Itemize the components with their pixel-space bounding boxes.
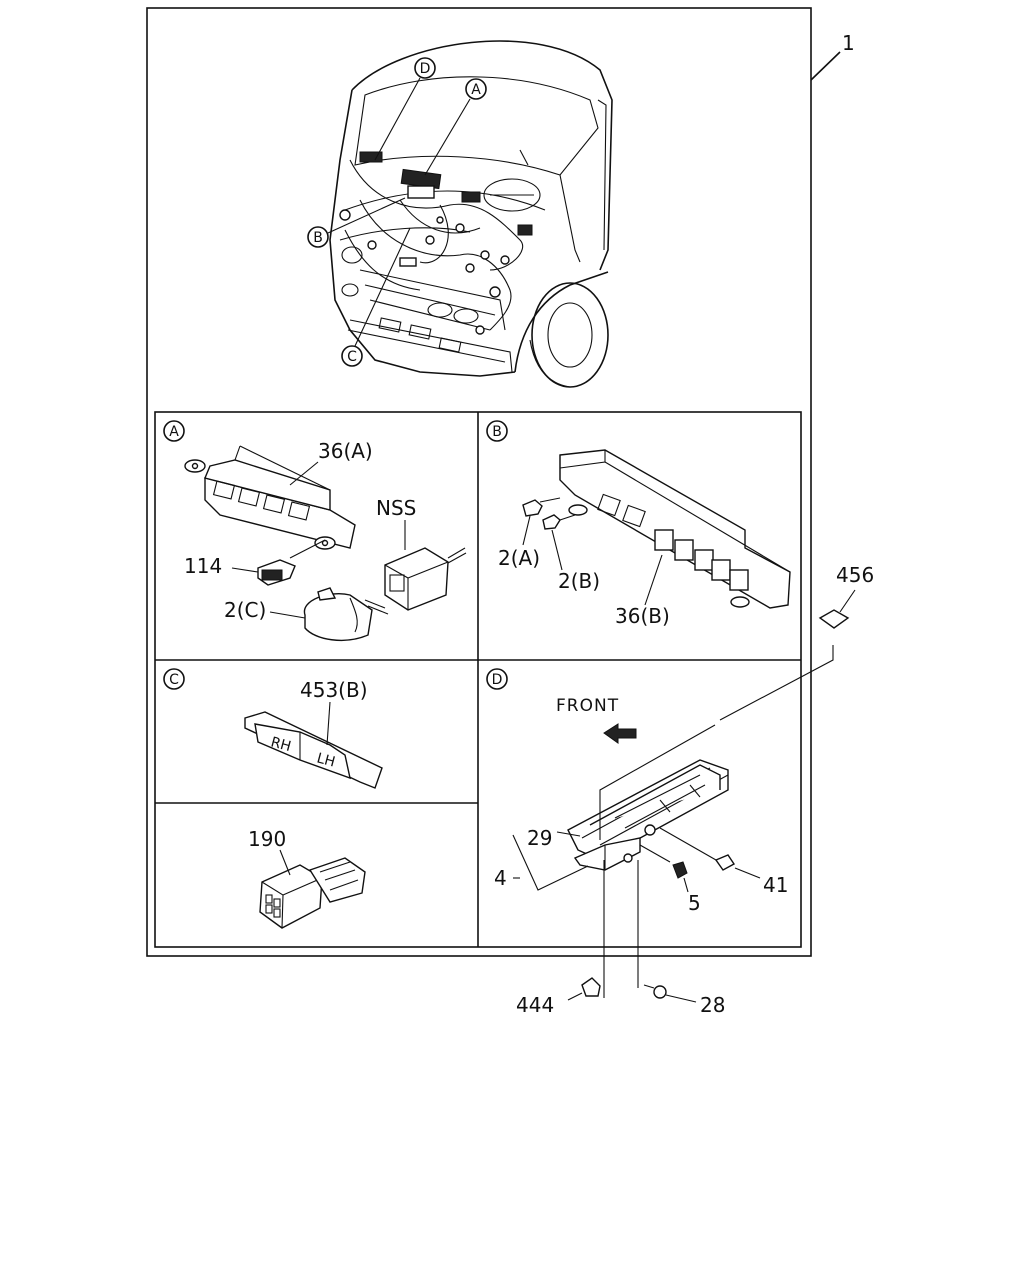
label-28: 28	[700, 993, 725, 1017]
part-453b-drawing: RH LH	[244, 711, 383, 789]
label-36a: 36(A)	[318, 439, 373, 463]
part-2b-drawing	[542, 514, 561, 530]
label-5: 5	[688, 891, 701, 915]
panel-a-tag: A	[169, 424, 179, 440]
cab-callout-a: A	[424, 78, 487, 176]
panel-c-tag: C	[169, 672, 179, 688]
panel-b: B 2(A) 2(B) 36(B)	[486, 420, 791, 628]
part-5-drawing	[672, 861, 688, 879]
label-41: 41	[763, 873, 788, 897]
panel-d: D FRONT 29 4 5	[486, 645, 834, 915]
part-444-drawing	[567, 860, 605, 1001]
relay-box-a-drawing	[184, 445, 356, 550]
label-114: 114	[184, 554, 222, 578]
label-29: 29	[527, 826, 552, 850]
label-453b: 453(B)	[300, 678, 368, 702]
label-456: 456	[836, 563, 874, 587]
label-2a: 2(A)	[498, 546, 540, 570]
nss-drawing	[384, 547, 467, 611]
panel-190: 190	[248, 827, 366, 929]
relay-box-b-drawing	[559, 449, 791, 609]
part-28-drawing	[637, 860, 697, 1003]
part-2c-drawing	[303, 587, 389, 641]
part-114-drawing	[257, 559, 296, 586]
svg-text:C: C	[347, 349, 357, 365]
label-444: 444	[516, 993, 554, 1017]
label-nss: NSS	[376, 496, 416, 520]
leader-1	[810, 51, 841, 81]
label-190: 190	[248, 827, 286, 851]
panel-c: C RH LH 453(B)	[163, 668, 383, 789]
part-456-drawing	[818, 589, 856, 629]
bracket-drawing	[567, 759, 729, 871]
part-41-drawing	[714, 854, 736, 871]
svg-text:D: D	[420, 61, 431, 77]
panel-b-tag: B	[492, 424, 502, 440]
label-4: 4	[494, 866, 507, 890]
part-190-drawing	[259, 857, 366, 929]
part-2a-drawing	[522, 499, 543, 517]
label-main-assembly: 1	[842, 31, 855, 55]
marker-rh: RH	[269, 734, 293, 755]
label-36b: 36(B)	[615, 604, 670, 628]
cab-callout-b: B	[307, 197, 406, 248]
cab-callout-c: C	[341, 227, 411, 367]
label-2c: 2(C)	[224, 598, 266, 622]
cab-callout-d: D	[374, 57, 436, 161]
main-frame	[146, 7, 812, 957]
label-2b: 2(B)	[558, 569, 600, 593]
svg-text:A: A	[471, 82, 481, 98]
front-label: FRONT	[556, 696, 619, 716]
cab-illustration	[329, 40, 613, 388]
front-arrow-icon	[603, 723, 637, 744]
panel-a: A 36(A) NSS	[163, 420, 467, 641]
panel-d-tag: D	[492, 672, 503, 688]
svg-text:B: B	[313, 230, 323, 246]
marker-lh: LH	[315, 750, 337, 770]
